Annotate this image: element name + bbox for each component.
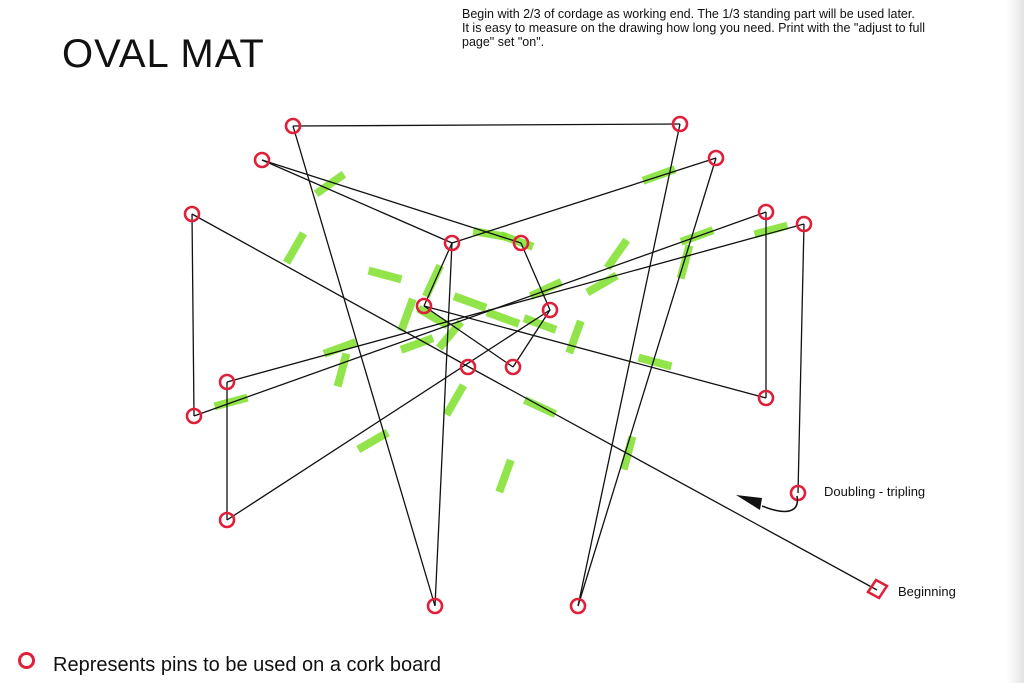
cord-line bbox=[468, 366, 878, 591]
crossing-mark bbox=[637, 353, 673, 371]
cord-line bbox=[520, 242, 551, 311]
crossing-mark bbox=[585, 272, 619, 296]
pin-marker bbox=[541, 301, 559, 319]
pin-icon bbox=[18, 652, 35, 669]
pin-marker bbox=[459, 358, 477, 376]
crossing-mark bbox=[603, 237, 631, 271]
diagram-title: OVAL MAT bbox=[62, 32, 265, 76]
pin-marker bbox=[284, 117, 302, 135]
pin-marker bbox=[183, 205, 201, 223]
pin-marker bbox=[426, 597, 444, 615]
beginning-label: Beginning bbox=[898, 584, 956, 599]
crossing-mark bbox=[522, 314, 558, 334]
cord-line bbox=[423, 242, 453, 307]
cord-line bbox=[577, 157, 717, 607]
doubling-arrow-head bbox=[736, 495, 762, 510]
crossing-mark bbox=[485, 308, 521, 328]
cord-line bbox=[292, 123, 681, 127]
pin-marker bbox=[504, 358, 522, 376]
cord-line bbox=[423, 305, 767, 399]
pin-marker bbox=[569, 597, 587, 615]
crossing-mark bbox=[397, 297, 417, 333]
pin-marker bbox=[757, 389, 775, 407]
crossing-mark bbox=[313, 170, 347, 198]
cord-line bbox=[226, 223, 805, 383]
doubling-label: Doubling - tripling bbox=[824, 484, 926, 499]
crossing-mark bbox=[495, 458, 515, 494]
instructions-line-3: page" set "on". bbox=[462, 35, 545, 49]
crossing-marks bbox=[213, 165, 789, 494]
crossing-mark bbox=[356, 429, 390, 453]
cord-line bbox=[451, 157, 717, 244]
legend: Represents pins to be used on a cork boa… bbox=[18, 652, 441, 677]
pin-marker bbox=[707, 149, 725, 167]
instructions-line-1: Begin with 2/3 of cordage as working end… bbox=[462, 7, 915, 21]
cord-line bbox=[797, 223, 805, 494]
crossing-mark bbox=[399, 334, 435, 354]
cord-line bbox=[191, 213, 470, 368]
cord-line bbox=[292, 125, 436, 607]
start-marker bbox=[866, 578, 889, 600]
doubling-arrow-curve bbox=[761, 495, 799, 513]
cord-line bbox=[193, 211, 767, 417]
pin-marker bbox=[185, 407, 203, 425]
crossing-mark bbox=[565, 319, 585, 355]
cord-line bbox=[423, 305, 514, 368]
scan-edge bbox=[1006, 0, 1024, 683]
pin-marker bbox=[415, 297, 433, 315]
cord-line bbox=[512, 309, 551, 368]
cord-line bbox=[261, 159, 522, 244]
cord-line bbox=[191, 213, 195, 417]
crossing-mark bbox=[436, 319, 464, 351]
crossing-mark bbox=[619, 435, 637, 471]
instructions-text: Begin with 2/3 of cordage as working end… bbox=[462, 7, 1002, 49]
doubling-arrow bbox=[736, 495, 799, 513]
crossing-mark bbox=[443, 383, 467, 417]
crossing-mark bbox=[753, 221, 789, 239]
pin-marker bbox=[218, 373, 236, 391]
pins bbox=[183, 115, 813, 615]
pin-marker bbox=[671, 115, 689, 133]
cord-line bbox=[261, 159, 453, 244]
pin-marker bbox=[757, 203, 775, 221]
cord-line bbox=[434, 242, 453, 607]
pin-marker bbox=[253, 151, 271, 169]
pin-marker bbox=[795, 215, 813, 233]
crossing-mark bbox=[452, 292, 488, 312]
cord-lines bbox=[191, 123, 878, 607]
crossing-mark bbox=[528, 278, 564, 300]
pin-marker bbox=[443, 234, 461, 252]
crossing-mark bbox=[367, 266, 403, 284]
cord-line bbox=[577, 123, 681, 607]
cord-line bbox=[226, 309, 551, 521]
crossing-mark bbox=[333, 352, 351, 388]
instructions-line-2: It is easy to measure on the drawing how… bbox=[462, 21, 926, 35]
crossing-mark bbox=[676, 244, 694, 280]
pin-marker bbox=[512, 234, 530, 252]
crossing-mark bbox=[499, 231, 535, 251]
crossing-mark bbox=[283, 231, 307, 265]
beginning-marker bbox=[866, 578, 889, 600]
legend-text: Represents pins to be used on a cork boa… bbox=[53, 654, 442, 676]
pin-marker bbox=[218, 511, 236, 529]
